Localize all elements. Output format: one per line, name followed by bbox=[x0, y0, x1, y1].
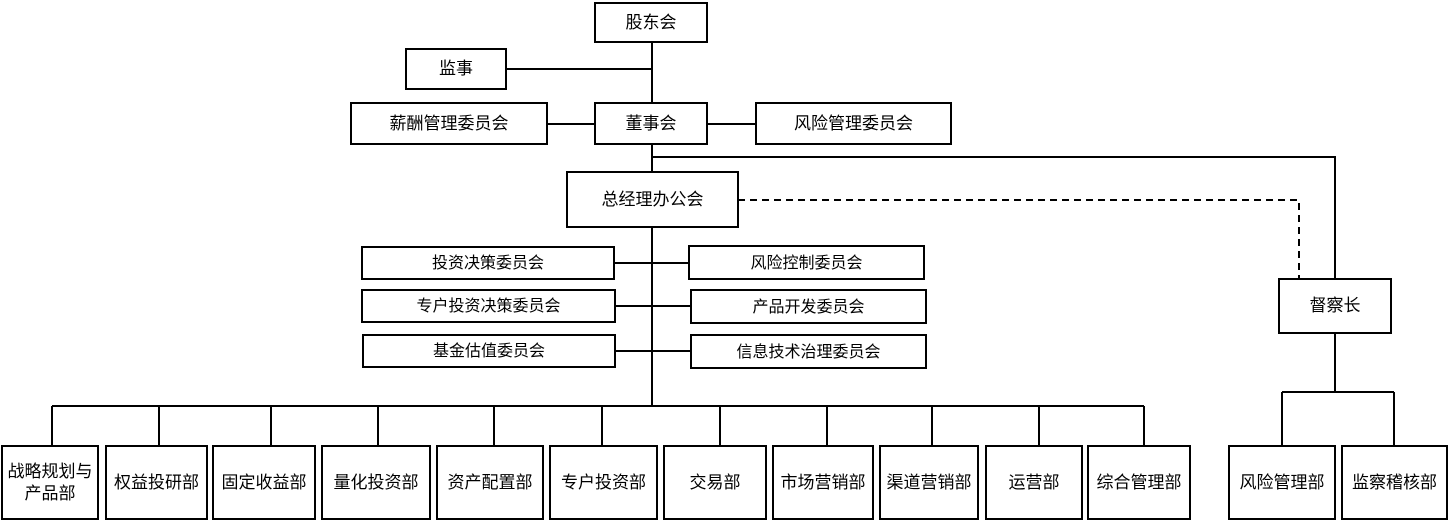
risk-management-committee-box: 风险管理委员会 bbox=[755, 102, 952, 145]
department-3: 固定收益部 bbox=[212, 445, 316, 520]
chief-inspector-box: 督察长 bbox=[1278, 278, 1392, 334]
gm-inspector-dashed-link bbox=[738, 199, 1300, 279]
department-5: 资产配置部 bbox=[436, 445, 544, 520]
department-8: 市场营销部 bbox=[772, 445, 874, 520]
committee-right-3: 信息技术治理委员会 bbox=[690, 334, 927, 369]
department-11: 综合管理部 bbox=[1087, 445, 1191, 520]
department-10: 运营部 bbox=[985, 445, 1083, 520]
committee-left-2: 专户投资决策委员会 bbox=[361, 289, 616, 323]
committee-right-1: 风险控制委员会 bbox=[688, 245, 925, 280]
committee-left-3: 基金估值委员会 bbox=[362, 334, 616, 368]
gm-office-box: 总经理办公会 bbox=[566, 171, 739, 228]
department-4: 量化投资部 bbox=[321, 445, 431, 520]
committee-left-1: 投资决策委员会 bbox=[361, 246, 615, 280]
inspector-department-1: 风险管理部 bbox=[1228, 445, 1336, 520]
board-inspector-link bbox=[652, 156, 1336, 279]
department-1: 战略规划与产品部 bbox=[1, 445, 99, 520]
supervisor-box: 监事 bbox=[405, 48, 507, 90]
compensation-committee-box: 薪酬管理委员会 bbox=[350, 102, 548, 145]
committee-right-2: 产品开发委员会 bbox=[690, 289, 927, 324]
inspector-department-2: 监察稽核部 bbox=[1341, 445, 1448, 520]
board-box: 董事会 bbox=[594, 102, 708, 145]
department-7: 交易部 bbox=[663, 445, 767, 520]
department-2: 权益投研部 bbox=[105, 445, 208, 520]
department-9: 渠道营销部 bbox=[879, 445, 979, 520]
department-6: 专户投资部 bbox=[549, 445, 658, 520]
shareholders-box: 股东会 bbox=[594, 2, 708, 43]
